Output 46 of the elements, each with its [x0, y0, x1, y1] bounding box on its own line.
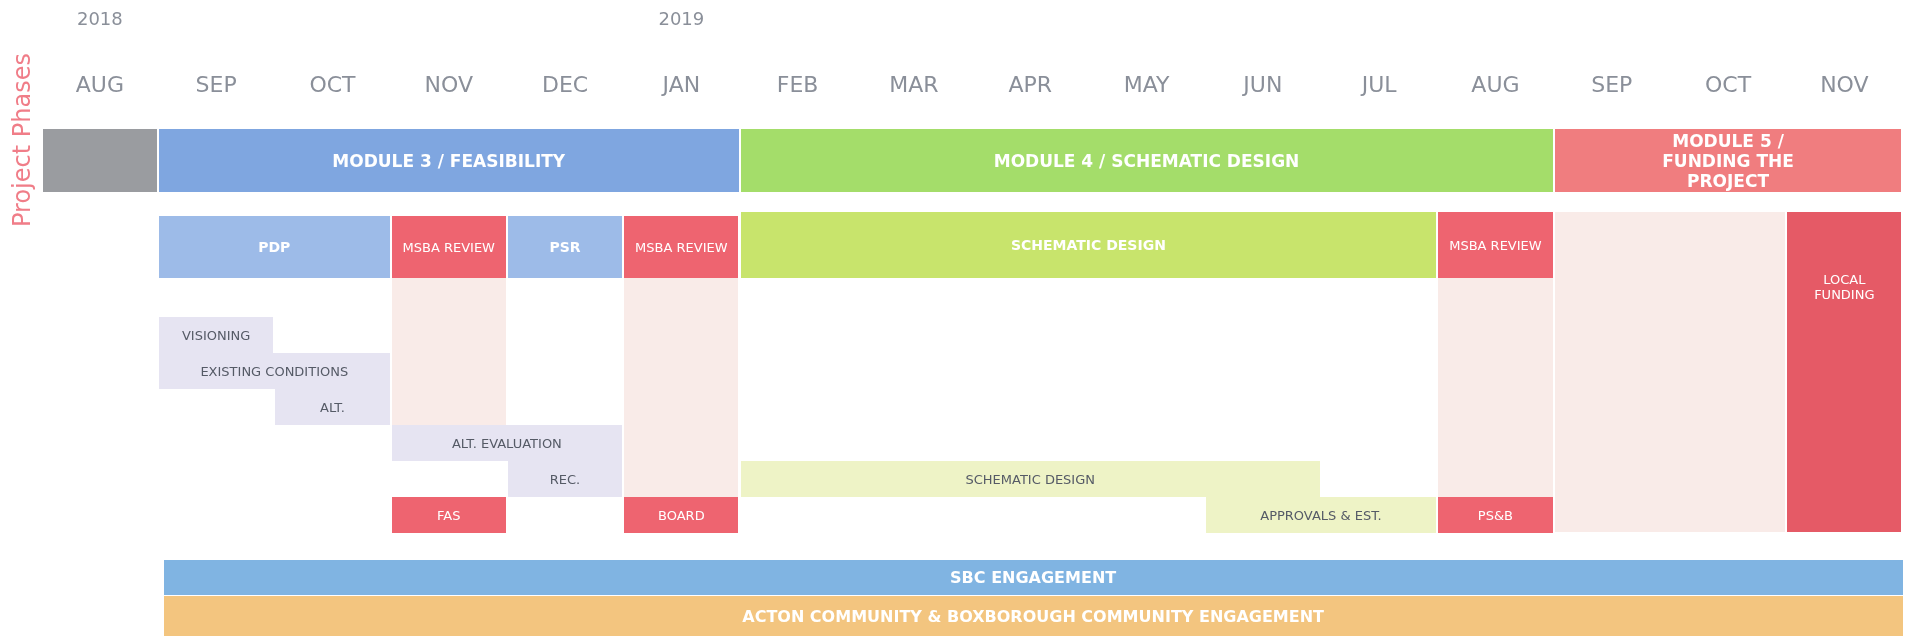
- engagement-bar: SBC ENGAGEMENT: [163, 560, 1903, 595]
- column-shading: [1554, 212, 1786, 532]
- month-label: MAY: [1122, 72, 1171, 97]
- axis-title: Project Phases: [7, 53, 36, 227]
- month-label: MAR: [888, 72, 940, 97]
- column-shading: [391, 278, 506, 425]
- task-bar: PSR: [507, 216, 623, 278]
- month-label: FEB: [775, 72, 820, 97]
- column-shading: [624, 278, 739, 497]
- month-label: JUL: [1359, 72, 1398, 97]
- month-label: SEP: [194, 72, 238, 97]
- year-label: 2019: [657, 8, 706, 29]
- phase-bar: [42, 129, 157, 192]
- phase-bar: MODULE 4 / SCHEMATIC DESIGN: [740, 129, 1553, 192]
- task-bar: REC.: [507, 461, 623, 497]
- task-bar: SCHEMATIC DESIGN: [740, 212, 1437, 278]
- task-bar: APPROVALS & EST.: [1205, 497, 1437, 533]
- month-label: SEP: [1590, 72, 1634, 97]
- year-label: 2018: [75, 8, 124, 29]
- month-label: APR: [1007, 72, 1054, 97]
- review-bar: PS&B: [1438, 497, 1553, 533]
- review-bar: MSBA REVIEW: [624, 216, 739, 278]
- month-label: OCT: [308, 72, 357, 97]
- review-bar: MSBA REVIEW: [1438, 212, 1553, 278]
- phase-bar: MODULE 3 / FEASIBILITY: [159, 129, 739, 192]
- review-bar: BOARD: [624, 497, 739, 533]
- review-bar: MSBA REVIEW: [391, 216, 506, 278]
- funding-bar: LOCAL FUNDING: [1787, 212, 1902, 532]
- column-shading: [1438, 278, 1553, 497]
- task-bar: VISIONING: [159, 317, 274, 353]
- review-bar: FAS: [391, 497, 506, 533]
- month-label: NOV: [423, 72, 474, 97]
- month-label: JUN: [1241, 72, 1284, 97]
- task-bar: ALT.: [275, 389, 390, 425]
- task-bar: PDP: [159, 216, 390, 278]
- task-bar: ALT. EVALUATION: [391, 425, 623, 461]
- task-bar: EXISTING CONDITIONS: [159, 353, 390, 389]
- month-label: NOV: [1819, 72, 1870, 97]
- phase-bar: MODULE 5 / FUNDING THE PROJECT: [1554, 129, 1902, 192]
- month-label: AUG: [1470, 72, 1521, 97]
- task-bar: SCHEMATIC DESIGN: [740, 461, 1320, 497]
- month-label: AUG: [74, 72, 125, 97]
- month-label: JAN: [660, 72, 702, 97]
- month-label: OCT: [1704, 72, 1753, 97]
- month-label: DEC: [540, 72, 590, 97]
- engagement-bar: ACTON COMMUNITY & BOXBOROUGH COMMUNITY ENGAGEMENT: [163, 596, 1903, 636]
